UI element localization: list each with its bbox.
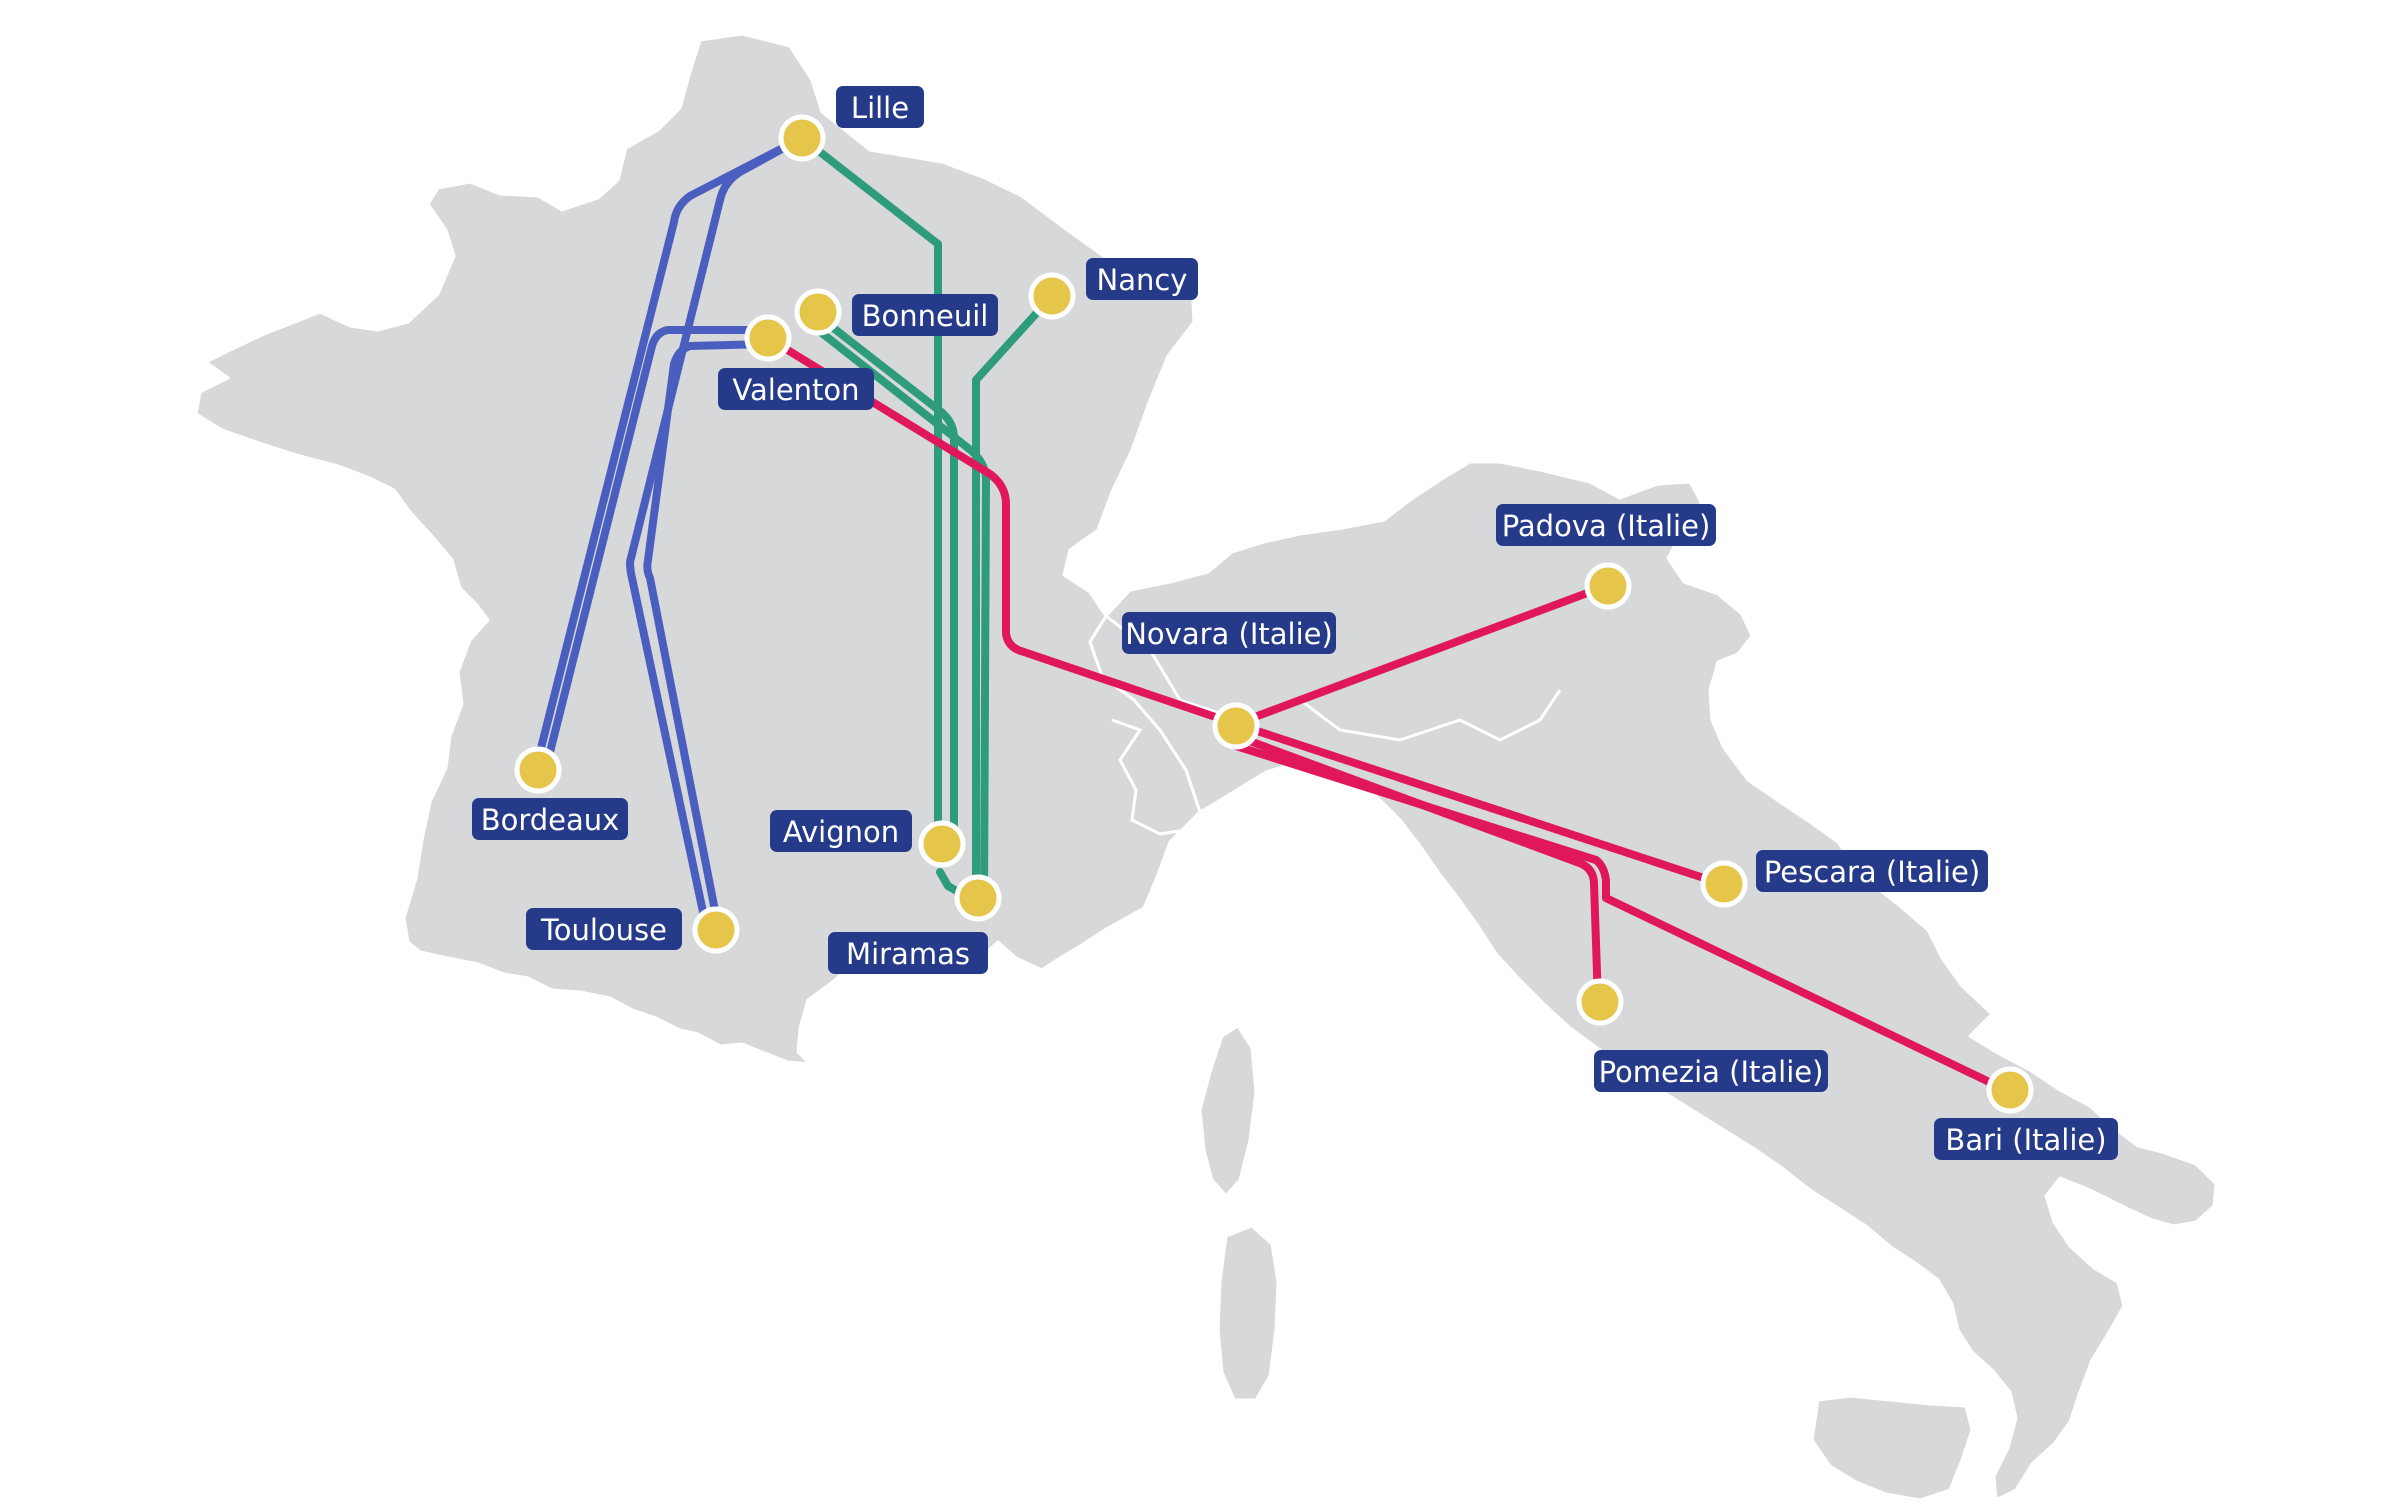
station-label-valenton[interactable]: Valenton xyxy=(718,368,874,410)
station-label-miramas[interactable]: Miramas xyxy=(828,932,988,974)
station-dot-novara[interactable] xyxy=(1212,702,1260,750)
station-label-text: Padova (Italie) xyxy=(1502,509,1711,543)
station-dot-pomezia[interactable] xyxy=(1576,978,1624,1026)
france-italy-border xyxy=(1111,718,1198,911)
station-dot-padova[interactable] xyxy=(1584,562,1632,610)
station-label-text: Lille xyxy=(851,91,909,125)
stations-layer xyxy=(514,114,2034,1114)
routes-layer xyxy=(534,134,2010,1094)
station-label-bordeaux[interactable]: Bordeaux xyxy=(472,798,628,840)
station-dot-bari[interactable] xyxy=(1986,1066,2034,1114)
station-dot-bonneuil[interactable] xyxy=(794,288,842,336)
station-label-toulouse[interactable]: Toulouse xyxy=(526,908,682,950)
route-novara-bari[interactable] xyxy=(1232,742,2010,1094)
route-valenton-toulouse[interactable] xyxy=(643,340,772,930)
route-nancy-miramas[interactable] xyxy=(972,292,1056,904)
station-label-text: Bordeaux xyxy=(481,803,620,837)
station-label-pomezia[interactable]: Pomezia (Italie) xyxy=(1594,1050,1828,1092)
station-dot-valenton[interactable] xyxy=(744,314,792,362)
station-label-novara[interactable]: Novara (Italie) xyxy=(1122,612,1336,654)
station-label-text: Bonneuil xyxy=(862,299,989,333)
station-label-text: Miramas xyxy=(846,937,970,971)
france-landmass xyxy=(194,32,1202,1066)
station-label-nancy[interactable]: Nancy xyxy=(1086,258,1198,300)
switzerland-border xyxy=(1105,614,1562,742)
station-label-text: Valenton xyxy=(732,373,859,407)
corsica-landmass xyxy=(1198,1023,1258,1199)
station-label-padova[interactable]: Padova (Italie) xyxy=(1496,504,1716,546)
route-lille-avignon[interactable] xyxy=(798,134,942,844)
station-dot-pescara[interactable] xyxy=(1700,860,1748,908)
route-valenton-bordeaux[interactable] xyxy=(544,326,772,764)
route-novara-pomezia[interactable] xyxy=(1232,732,1602,1006)
station-dot-toulouse[interactable] xyxy=(692,906,740,954)
station-label-text: Avignon xyxy=(783,815,899,849)
sicily-landmass xyxy=(1810,1394,1974,1502)
station-label-text: Bari (Italie) xyxy=(1945,1123,2106,1157)
station-label-text: Pescara (Italie) xyxy=(1764,855,1980,889)
station-label-text: Novara (Italie) xyxy=(1125,617,1333,651)
station-label-text: Toulouse xyxy=(540,913,667,947)
station-label-lille[interactable]: Lille xyxy=(836,86,924,128)
station-label-bari[interactable]: Bari (Italie) xyxy=(1934,1118,2118,1160)
route-lille-bordeaux[interactable] xyxy=(534,134,806,764)
station-label-text: Pomezia (Italie) xyxy=(1599,1055,1824,1089)
station-label-avignon[interactable]: Avignon xyxy=(770,810,912,852)
station-label-text: Nancy xyxy=(1097,263,1188,297)
route-novara-pescara[interactable] xyxy=(1232,720,1726,888)
station-label-pescara[interactable]: Pescara (Italie) xyxy=(1756,850,1988,892)
labels-layer: Lille Nancy Bonneuil Valenton Bordeaux T… xyxy=(472,86,2118,1160)
station-dot-avignon[interactable] xyxy=(918,820,966,868)
station-label-bonneuil[interactable]: Bonneuil xyxy=(852,294,998,336)
route-novara-padova[interactable] xyxy=(1232,582,1610,728)
station-dot-bordeaux[interactable] xyxy=(514,746,562,794)
station-dot-miramas[interactable] xyxy=(954,874,1002,922)
sardinia-landmass xyxy=(1216,1224,1280,1402)
route-valenton-novara[interactable] xyxy=(764,334,1240,728)
station-dot-lille[interactable] xyxy=(778,114,826,162)
station-dot-nancy[interactable] xyxy=(1028,272,1076,320)
